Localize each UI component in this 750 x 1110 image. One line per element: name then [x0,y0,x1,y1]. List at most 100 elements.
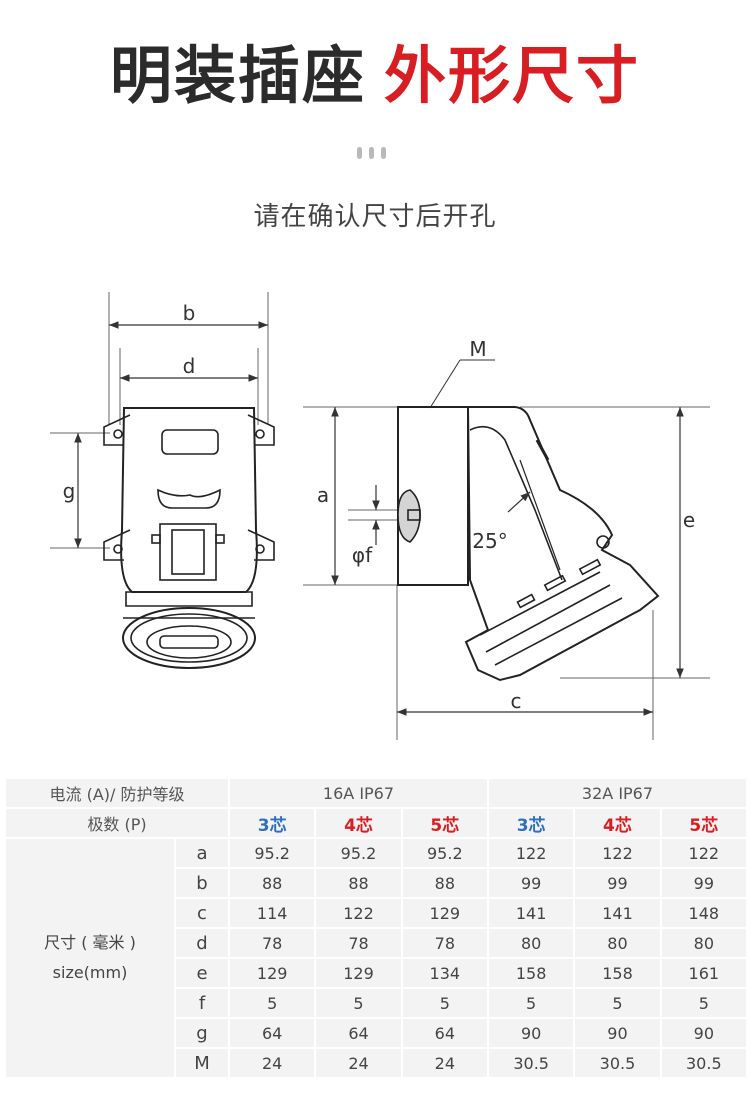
front-view [50,292,275,669]
table-cell: 78 [316,929,401,957]
table-cell: 5 [488,989,574,1017]
dot [381,147,386,159]
label-m: M [469,337,486,361]
pole-cell: 3芯 [230,809,315,837]
label-d: d [183,354,196,378]
dot [357,147,362,159]
table-cell: 122 [661,839,746,867]
table-cell: 78 [230,929,315,957]
table-cell: 78 [402,929,487,957]
table-cell: 88 [316,869,401,897]
dim-key: b [176,869,228,897]
header-group-16a: 16A IP67 [230,779,487,807]
table-row: f 5 5 5 5 5 5 [6,989,746,1017]
table-cell: 129 [230,959,315,987]
dim-key: M [176,1049,228,1077]
table-cell: 141 [575,899,660,927]
label-b: b [183,301,196,325]
table-cell: 5 [316,989,401,1017]
table-cell: 24 [316,1049,401,1077]
table-row: e 129 129 134 158 158 161 [6,959,746,987]
table-row: M 24 24 24 30.5 30.5 30.5 [6,1049,746,1077]
pole-cell: 5芯 [661,809,746,837]
size-label: 尺寸 ( 毫米 ) size(mm) [6,839,174,1077]
size-label-en: size(mm) [52,963,128,982]
subtitle: 请在确认尺寸后开孔 [253,202,497,232]
header-poles: 极数 (P) [6,809,228,837]
table-cell: 64 [402,1019,487,1047]
header-current: 电流 (A)/ 防护等级 [6,779,228,807]
table-cell: 99 [488,869,574,897]
pole-cell: 4芯 [575,809,660,837]
table-cell: 99 [575,869,660,897]
table-cell: 114 [230,899,315,927]
table-cell: 30.5 [575,1049,660,1077]
page-title: 明装插座外形尺寸 [0,36,750,116]
table-cell: 122 [316,899,401,927]
label-f: φf [352,543,373,567]
label-a: a [317,483,329,507]
table-cell: 5 [230,989,315,1017]
table-cell: 134 [402,959,487,987]
table-cell: 129 [316,959,401,987]
pole-cell: 3芯 [488,809,574,837]
table-cell: 5 [402,989,487,1017]
dot [369,147,374,159]
dim-key: c [176,899,228,927]
table-cell: 161 [661,959,746,987]
label-e: e [683,508,695,532]
dim-key: f [176,989,228,1017]
table-cell: 95.2 [316,839,401,867]
table-cell: 64 [316,1019,401,1047]
table-cell: 129 [402,899,487,927]
table-row: d 78 78 78 80 80 80 [6,929,746,957]
header-group-32a: 32A IP67 [488,779,746,807]
table-cell: 95.2 [402,839,487,867]
table-row-current: 电流 (A)/ 防护等级 16A IP67 32A IP67 [6,779,746,807]
pole-cell: 4芯 [316,809,401,837]
table-cell: 80 [488,929,574,957]
spec-table: 电流 (A)/ 防护等级 16A IP67 32A IP67 极数 (P) 3芯… [4,777,748,1079]
label-angle: 25° [472,529,507,553]
size-label-cn: 尺寸 ( 毫米 ) [44,933,136,952]
table-cell: 99 [661,869,746,897]
label-g: g [63,479,76,503]
dimension-drawing: b d g [50,292,710,740]
table-cell: 24 [402,1049,487,1077]
table-cell: 122 [575,839,660,867]
dim-key: e [176,959,228,987]
table-cell: 148 [661,899,746,927]
table-cell: 88 [402,869,487,897]
table-cell: 90 [661,1019,746,1047]
dim-key: a [176,839,228,867]
table-cell: 88 [230,869,315,897]
pole-cell: 5芯 [402,809,487,837]
table-cell: 80 [575,929,660,957]
table-row: 尺寸 ( 毫米 ) size(mm) a 95.2 95.2 95.2 122 … [6,839,746,1077]
table-cell: 30.5 [661,1049,746,1077]
side-view [303,359,710,740]
table-cell: 5 [575,989,660,1017]
table-row-poles: 极数 (P) 3芯 4芯 5芯 3芯 4芯 5芯 [6,809,746,837]
table-row: c 114 122 129 141 141 148 [6,899,746,927]
table-row: b 88 88 88 99 99 99 [6,869,746,897]
table-cell: 122 [488,839,574,867]
dim-key: g [176,1019,228,1047]
table-cell: 80 [661,929,746,957]
table-row: g 64 64 64 90 90 90 [6,1019,746,1047]
table-cell: 24 [230,1049,315,1077]
title-dimensions: 外形尺寸 [384,39,641,112]
dim-key: d [176,929,228,957]
table-cell: 158 [575,959,660,987]
table-cell: 141 [488,899,574,927]
table-cell: 90 [488,1019,574,1047]
title-product: 明装插座 [109,39,366,112]
decorative-dots [357,147,386,159]
table-cell: 30.5 [488,1049,574,1077]
table-cell: 90 [575,1019,660,1047]
label-c: c [511,689,522,713]
table-cell: 64 [230,1019,315,1047]
table-cell: 5 [661,989,746,1017]
table-cell: 158 [488,959,574,987]
table-cell: 95.2 [230,839,315,867]
